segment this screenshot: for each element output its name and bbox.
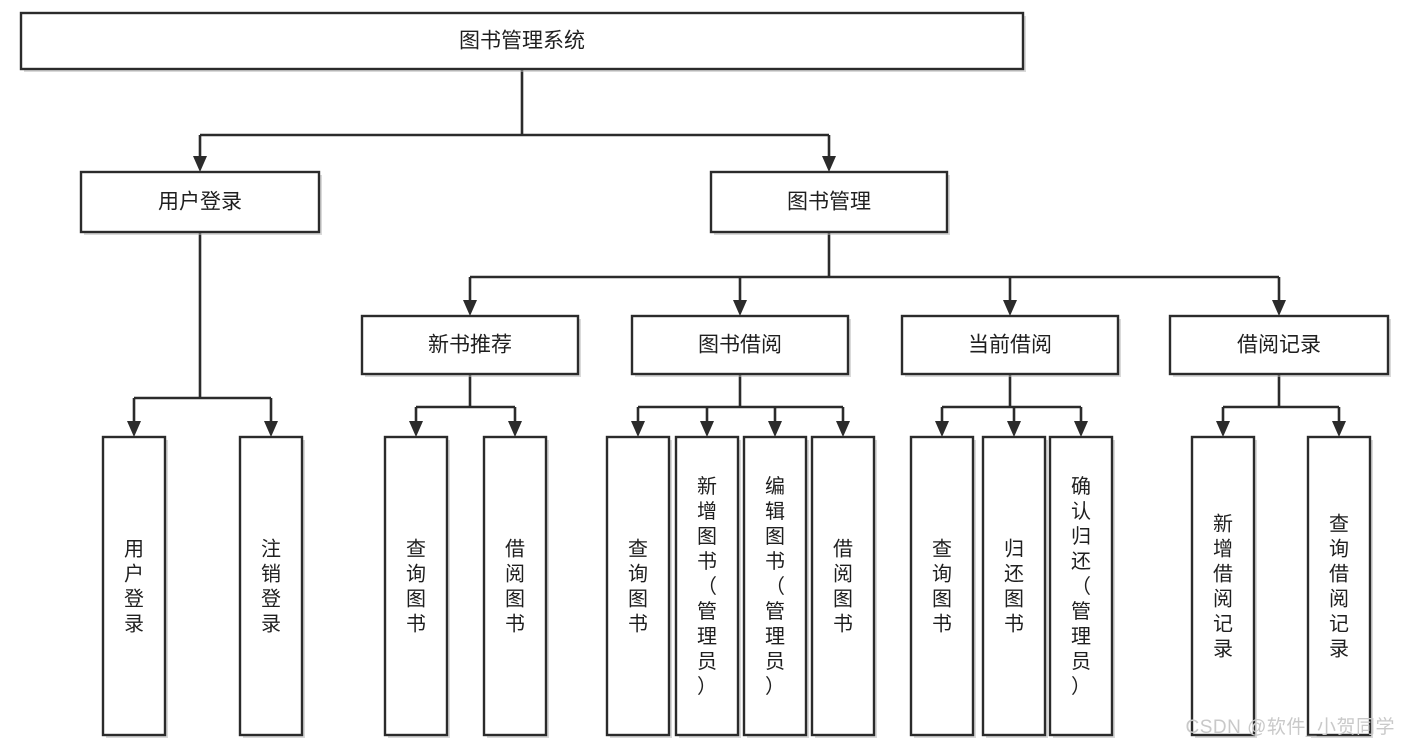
connector-group xyxy=(463,232,1286,316)
node-label: 编辑图书（管理员） xyxy=(765,475,785,698)
connector-group xyxy=(127,232,278,437)
leaf-node[interactable]: 新增借阅记录 xyxy=(1190,435,1257,738)
leaf-node[interactable]: 确认归还（管理员） xyxy=(1048,435,1115,738)
nodes-layer: 图书管理系统用户登录图书管理新书推荐图书借阅当前借阅借阅记录用户登录注销登录查询… xyxy=(19,11,1391,738)
arrow-head-icon xyxy=(1074,421,1088,437)
node-label: 新增借阅记录 xyxy=(1213,513,1233,661)
node-label: 新书推荐 xyxy=(428,334,512,357)
arrow-head-icon xyxy=(127,421,141,437)
level2-node[interactable]: 借阅记录 xyxy=(1168,314,1391,377)
level1-node[interactable]: 图书管理 xyxy=(709,170,950,235)
leaf-node[interactable]: 编辑图书（管理员） xyxy=(742,435,809,738)
arrow-head-icon xyxy=(409,421,423,437)
arrow-head-icon xyxy=(836,421,850,437)
node-label: 查询图书 xyxy=(932,538,952,636)
leaf-node[interactable]: 查询图书 xyxy=(605,435,672,738)
node-label: 归还图书 xyxy=(1004,538,1024,636)
leaf-node[interactable]: 查询图书 xyxy=(383,435,450,738)
arrow-head-icon xyxy=(1003,300,1017,316)
arrow-head-icon xyxy=(1216,421,1230,437)
leaf-node[interactable]: 新增图书（管理员） xyxy=(674,435,741,738)
node-label: 查询借阅记录 xyxy=(1329,513,1349,661)
node-label: 查询图书 xyxy=(628,538,648,636)
node-label: 图书管理系统 xyxy=(459,30,585,53)
level2-node[interactable]: 新书推荐 xyxy=(360,314,581,377)
connector-group xyxy=(193,69,836,172)
node-label: 查询图书 xyxy=(406,538,426,636)
level2-node[interactable]: 图书借阅 xyxy=(630,314,851,377)
arrow-head-icon xyxy=(935,421,949,437)
arrow-head-icon xyxy=(1272,300,1286,316)
level1-node[interactable]: 用户登录 xyxy=(79,170,322,235)
edges-layer xyxy=(127,69,1346,437)
arrow-head-icon xyxy=(1007,421,1021,437)
connector-group xyxy=(631,374,850,437)
connector-group xyxy=(1216,374,1346,437)
node-label: 图书管理 xyxy=(787,191,871,214)
node-label: 借阅记录 xyxy=(1237,334,1321,357)
leaf-node[interactable]: 借阅图书 xyxy=(810,435,877,738)
leaf-node[interactable]: 查询图书 xyxy=(909,435,976,738)
node-label: 借阅图书 xyxy=(505,538,525,636)
root-node[interactable]: 图书管理系统 xyxy=(19,11,1026,72)
leaf-node[interactable]: 归还图书 xyxy=(981,435,1048,738)
node-label: 借阅图书 xyxy=(833,538,853,636)
connector-group xyxy=(935,374,1088,437)
leaf-node[interactable]: 用户登录 xyxy=(101,435,168,738)
arrow-head-icon xyxy=(631,421,645,437)
arrow-head-icon xyxy=(768,421,782,437)
node-label: 用户登录 xyxy=(158,191,242,214)
leaf-node[interactable]: 注销登录 xyxy=(238,435,305,738)
node-label: 注销登录 xyxy=(261,538,281,636)
arrow-head-icon xyxy=(463,300,477,316)
arrow-head-icon xyxy=(1332,421,1346,437)
leaf-node[interactable]: 查询借阅记录 xyxy=(1306,435,1373,738)
arrow-head-icon xyxy=(733,300,747,316)
node-label: 新增图书（管理员） xyxy=(697,475,717,698)
connector-group xyxy=(409,374,522,437)
arrow-head-icon xyxy=(700,421,714,437)
node-label: 图书借阅 xyxy=(698,334,782,357)
arrow-head-icon xyxy=(508,421,522,437)
node-label: 用户登录 xyxy=(124,539,144,636)
node-label: 确认归还（管理员） xyxy=(1071,475,1091,698)
arrow-head-icon xyxy=(264,421,278,437)
node-label: 当前借阅 xyxy=(968,334,1052,357)
level2-node[interactable]: 当前借阅 xyxy=(900,314,1121,377)
arrow-head-icon xyxy=(822,156,836,172)
leaf-node[interactable]: 借阅图书 xyxy=(482,435,549,738)
arrow-head-icon xyxy=(193,156,207,172)
